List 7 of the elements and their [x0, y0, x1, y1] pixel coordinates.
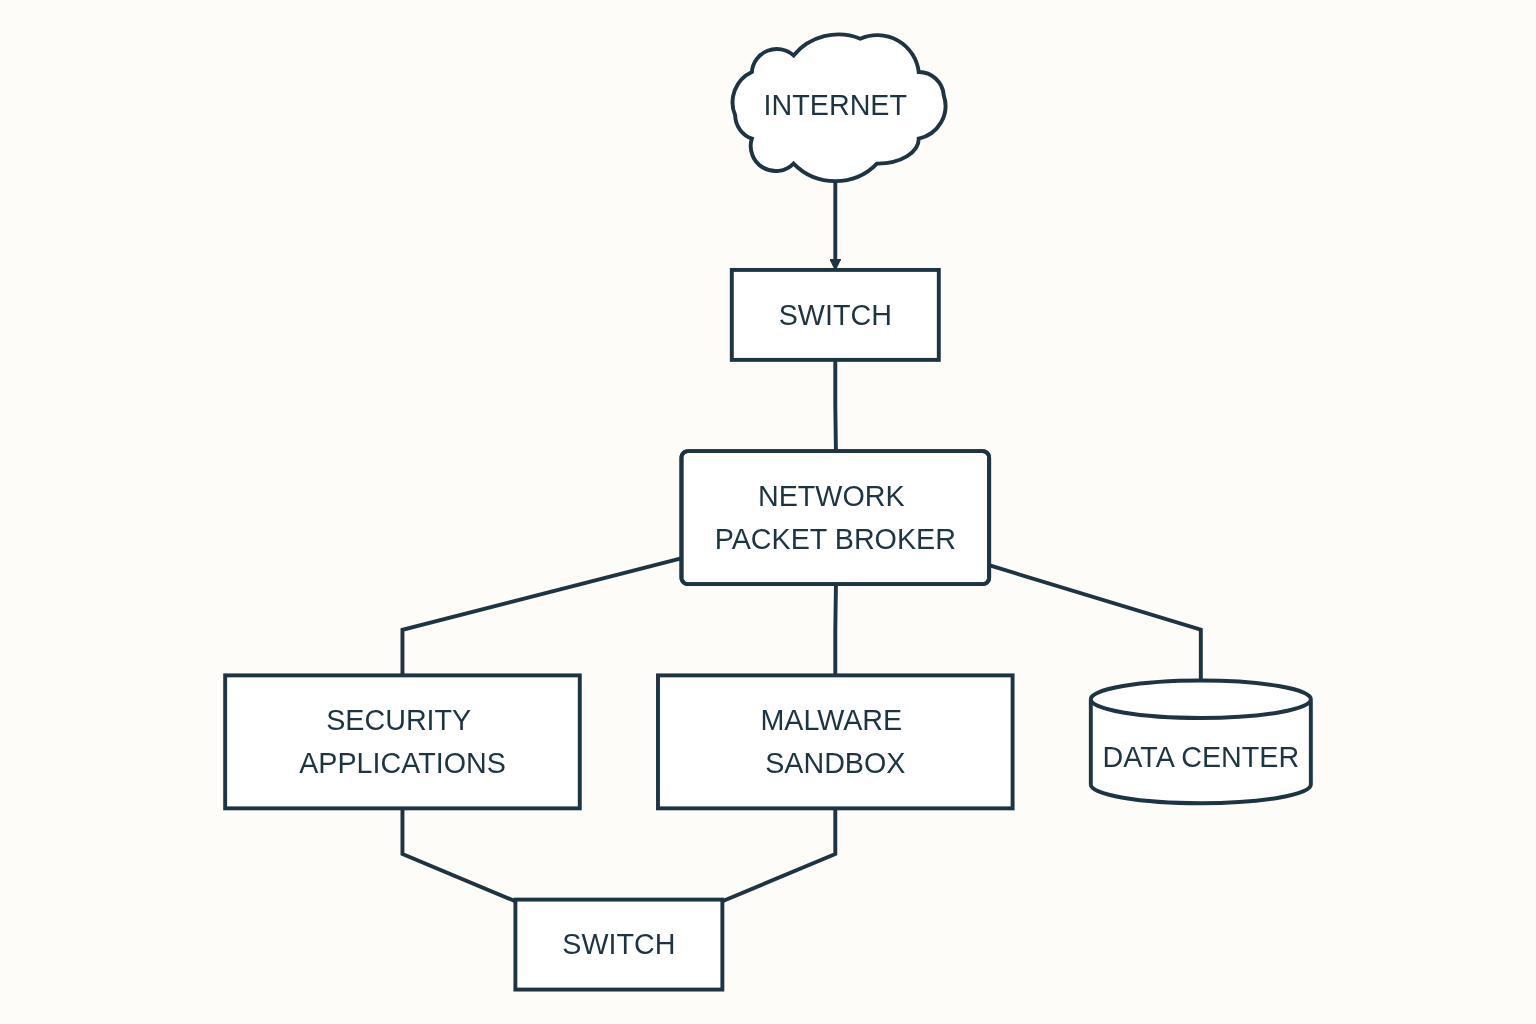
node-box: SWITCH: [729, 267, 941, 362]
connector: [833, 584, 838, 676]
node-box: SECURITY APPLICATIONS: [223, 673, 582, 811]
connector: [721, 808, 838, 904]
node-box: SWITCH: [513, 897, 725, 992]
connector: [833, 359, 838, 452]
node-box: MALWARE SANDBOX: [656, 673, 1015, 811]
